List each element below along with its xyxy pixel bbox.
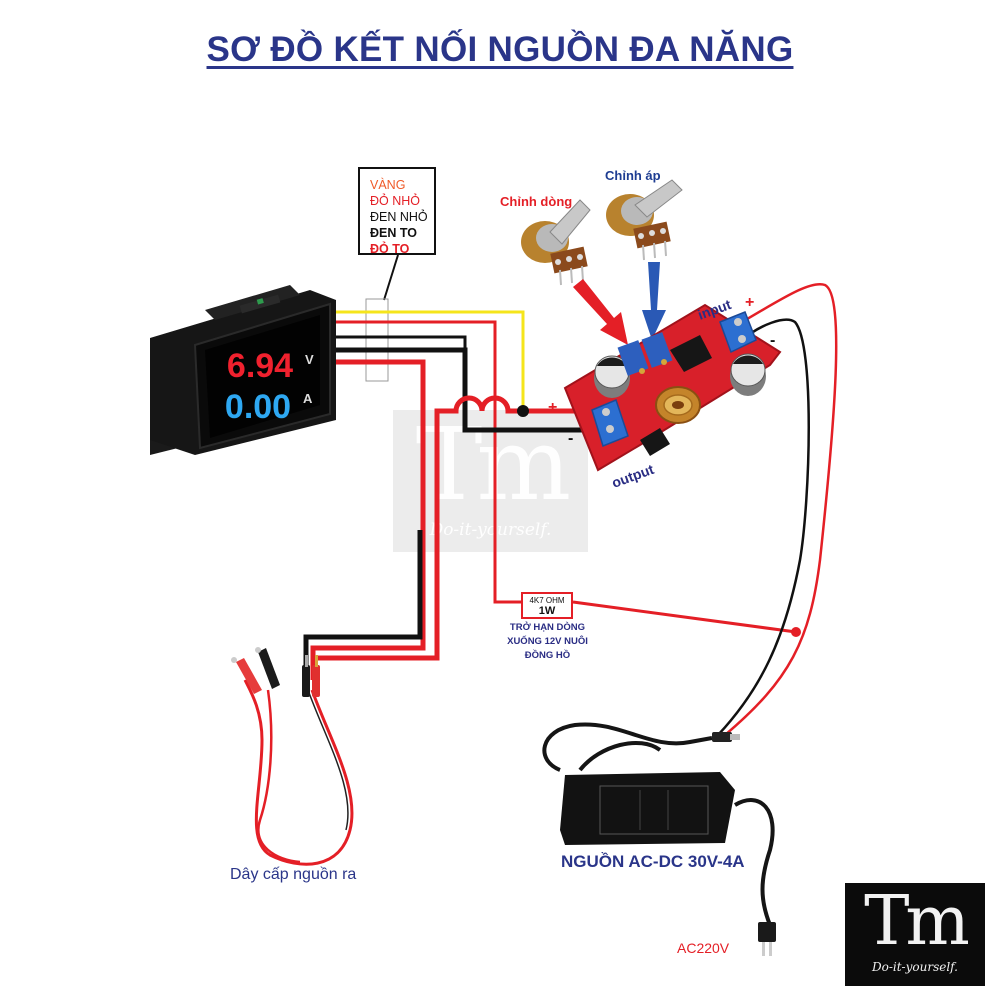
wire-yellow [335, 310, 525, 411]
junction-dot-red [791, 627, 801, 637]
wire-black-thick [335, 347, 600, 433]
voltage-reading: 6.94 [227, 347, 293, 385]
wire-red-thin [335, 320, 521, 604]
wire-bundle-clamp [365, 298, 389, 382]
wire-black-thin [335, 335, 467, 350]
legend-item-red-small: ĐỎ NHỎ [370, 194, 420, 208]
wire-resistor-lead [572, 600, 797, 634]
resistor-note-line: XUỐNG 12V NUÔI [507, 636, 588, 647]
wire-input-negative [717, 318, 810, 736]
arrow-current-adjust [573, 279, 628, 345]
resistor-note-line: ĐỒNG HỒ [524, 650, 571, 661]
potentiometer-current [521, 199, 591, 286]
legend-item-red-large: ĐỎ TO [370, 242, 410, 256]
current-unit: A [303, 391, 313, 406]
legend-item-black-small: ĐEN NHỎ [370, 210, 428, 224]
resistor-note-line: TRỞ HẠN DÒNG [509, 622, 586, 633]
output-cable [231, 647, 354, 866]
input-plus-sign: + [745, 294, 754, 311]
ac-input-label: AC220V [677, 940, 730, 956]
current-adjust-label: Chỉnh dòng [500, 194, 573, 209]
volt-amp-meter [150, 285, 336, 455]
resistor-value: 4K7 OHM [529, 596, 565, 605]
brand-logo: Tm Do-it-yourself. [845, 883, 985, 986]
wire-color-legend: VÀNG ĐỎ NHỎ ĐEN NHỎ ĐEN TO ĐỎ TO [358, 167, 436, 256]
buck-converter-module [563, 303, 782, 472]
voltage-unit: V [305, 352, 314, 367]
current-reading: 0.00 [225, 388, 291, 426]
diagram-title: SƠ ĐỒ KẾT NỐI NGUỒN ĐA NĂNG [206, 30, 794, 69]
wire-red-output-positive [318, 395, 600, 661]
resistor-4k7: 4K7 OHM 1W [521, 592, 573, 619]
output-minus-sign: - [568, 430, 573, 447]
output-cable-label: Dây cấp nguồn ra [230, 866, 357, 883]
arrow-voltage-adjust [642, 262, 666, 340]
watermark-tagline: Do-it-yourself. [429, 520, 552, 540]
output-plus-sign: + [548, 399, 557, 416]
legend-item-yellow: VÀNG [370, 178, 406, 192]
legend-leader-line [383, 254, 399, 301]
power-supply-label: NGUỒN AC-DC 30V-4A [561, 852, 745, 871]
junction-dot [517, 405, 529, 417]
resistor-power: 1W [538, 605, 556, 617]
wire-input-positive [724, 282, 838, 736]
voltage-adjust-label: Chỉnh áp [605, 168, 661, 183]
potentiometer-voltage [606, 179, 683, 261]
logo-tagline: Do-it-yourself. [871, 960, 958, 974]
ac-dc-power-adapter [542, 722, 776, 956]
wire-red-thick [310, 359, 426, 680]
output-label: output [610, 461, 657, 491]
input-minus-sign: - [770, 332, 775, 349]
resistor-note: TRỞ HẠN DÒNG XUỐNG 12V NUÔI ĐỒNG HỒ [490, 621, 605, 663]
legend-item-black-large: ĐEN TO [370, 226, 417, 240]
logo-mark: Tm [864, 882, 970, 961]
